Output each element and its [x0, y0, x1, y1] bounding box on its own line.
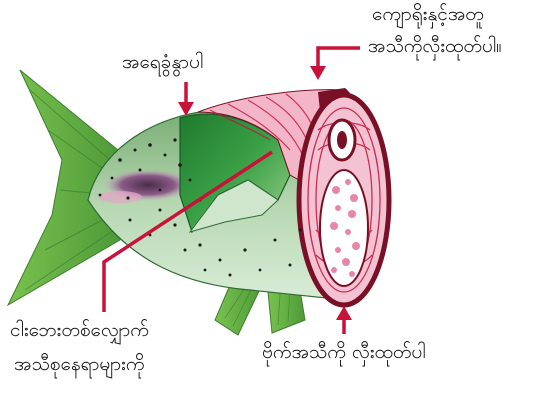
- pelvic-fin: [215, 285, 262, 335]
- anal-fin: [268, 290, 305, 333]
- label-scale-off: အရေခွံနွာပါ: [122, 50, 203, 74]
- belly-cavity: [320, 170, 368, 286]
- label-belly-cut: ဗိုက်အသီကို လှီးထုတ်ပါ: [262, 340, 426, 364]
- label-gill-line2: အသီစုနေရာများကို: [14, 352, 144, 376]
- label-gill-line1: ငါးဘေးတစ်လျှောက်: [10, 318, 149, 342]
- label-spine-cut-line2: အသီကိုလှီးထုတ်ပါ။: [368, 34, 502, 58]
- label-spine-cut-line1: ကျောရိုးနှင့်အတူ: [372, 2, 484, 26]
